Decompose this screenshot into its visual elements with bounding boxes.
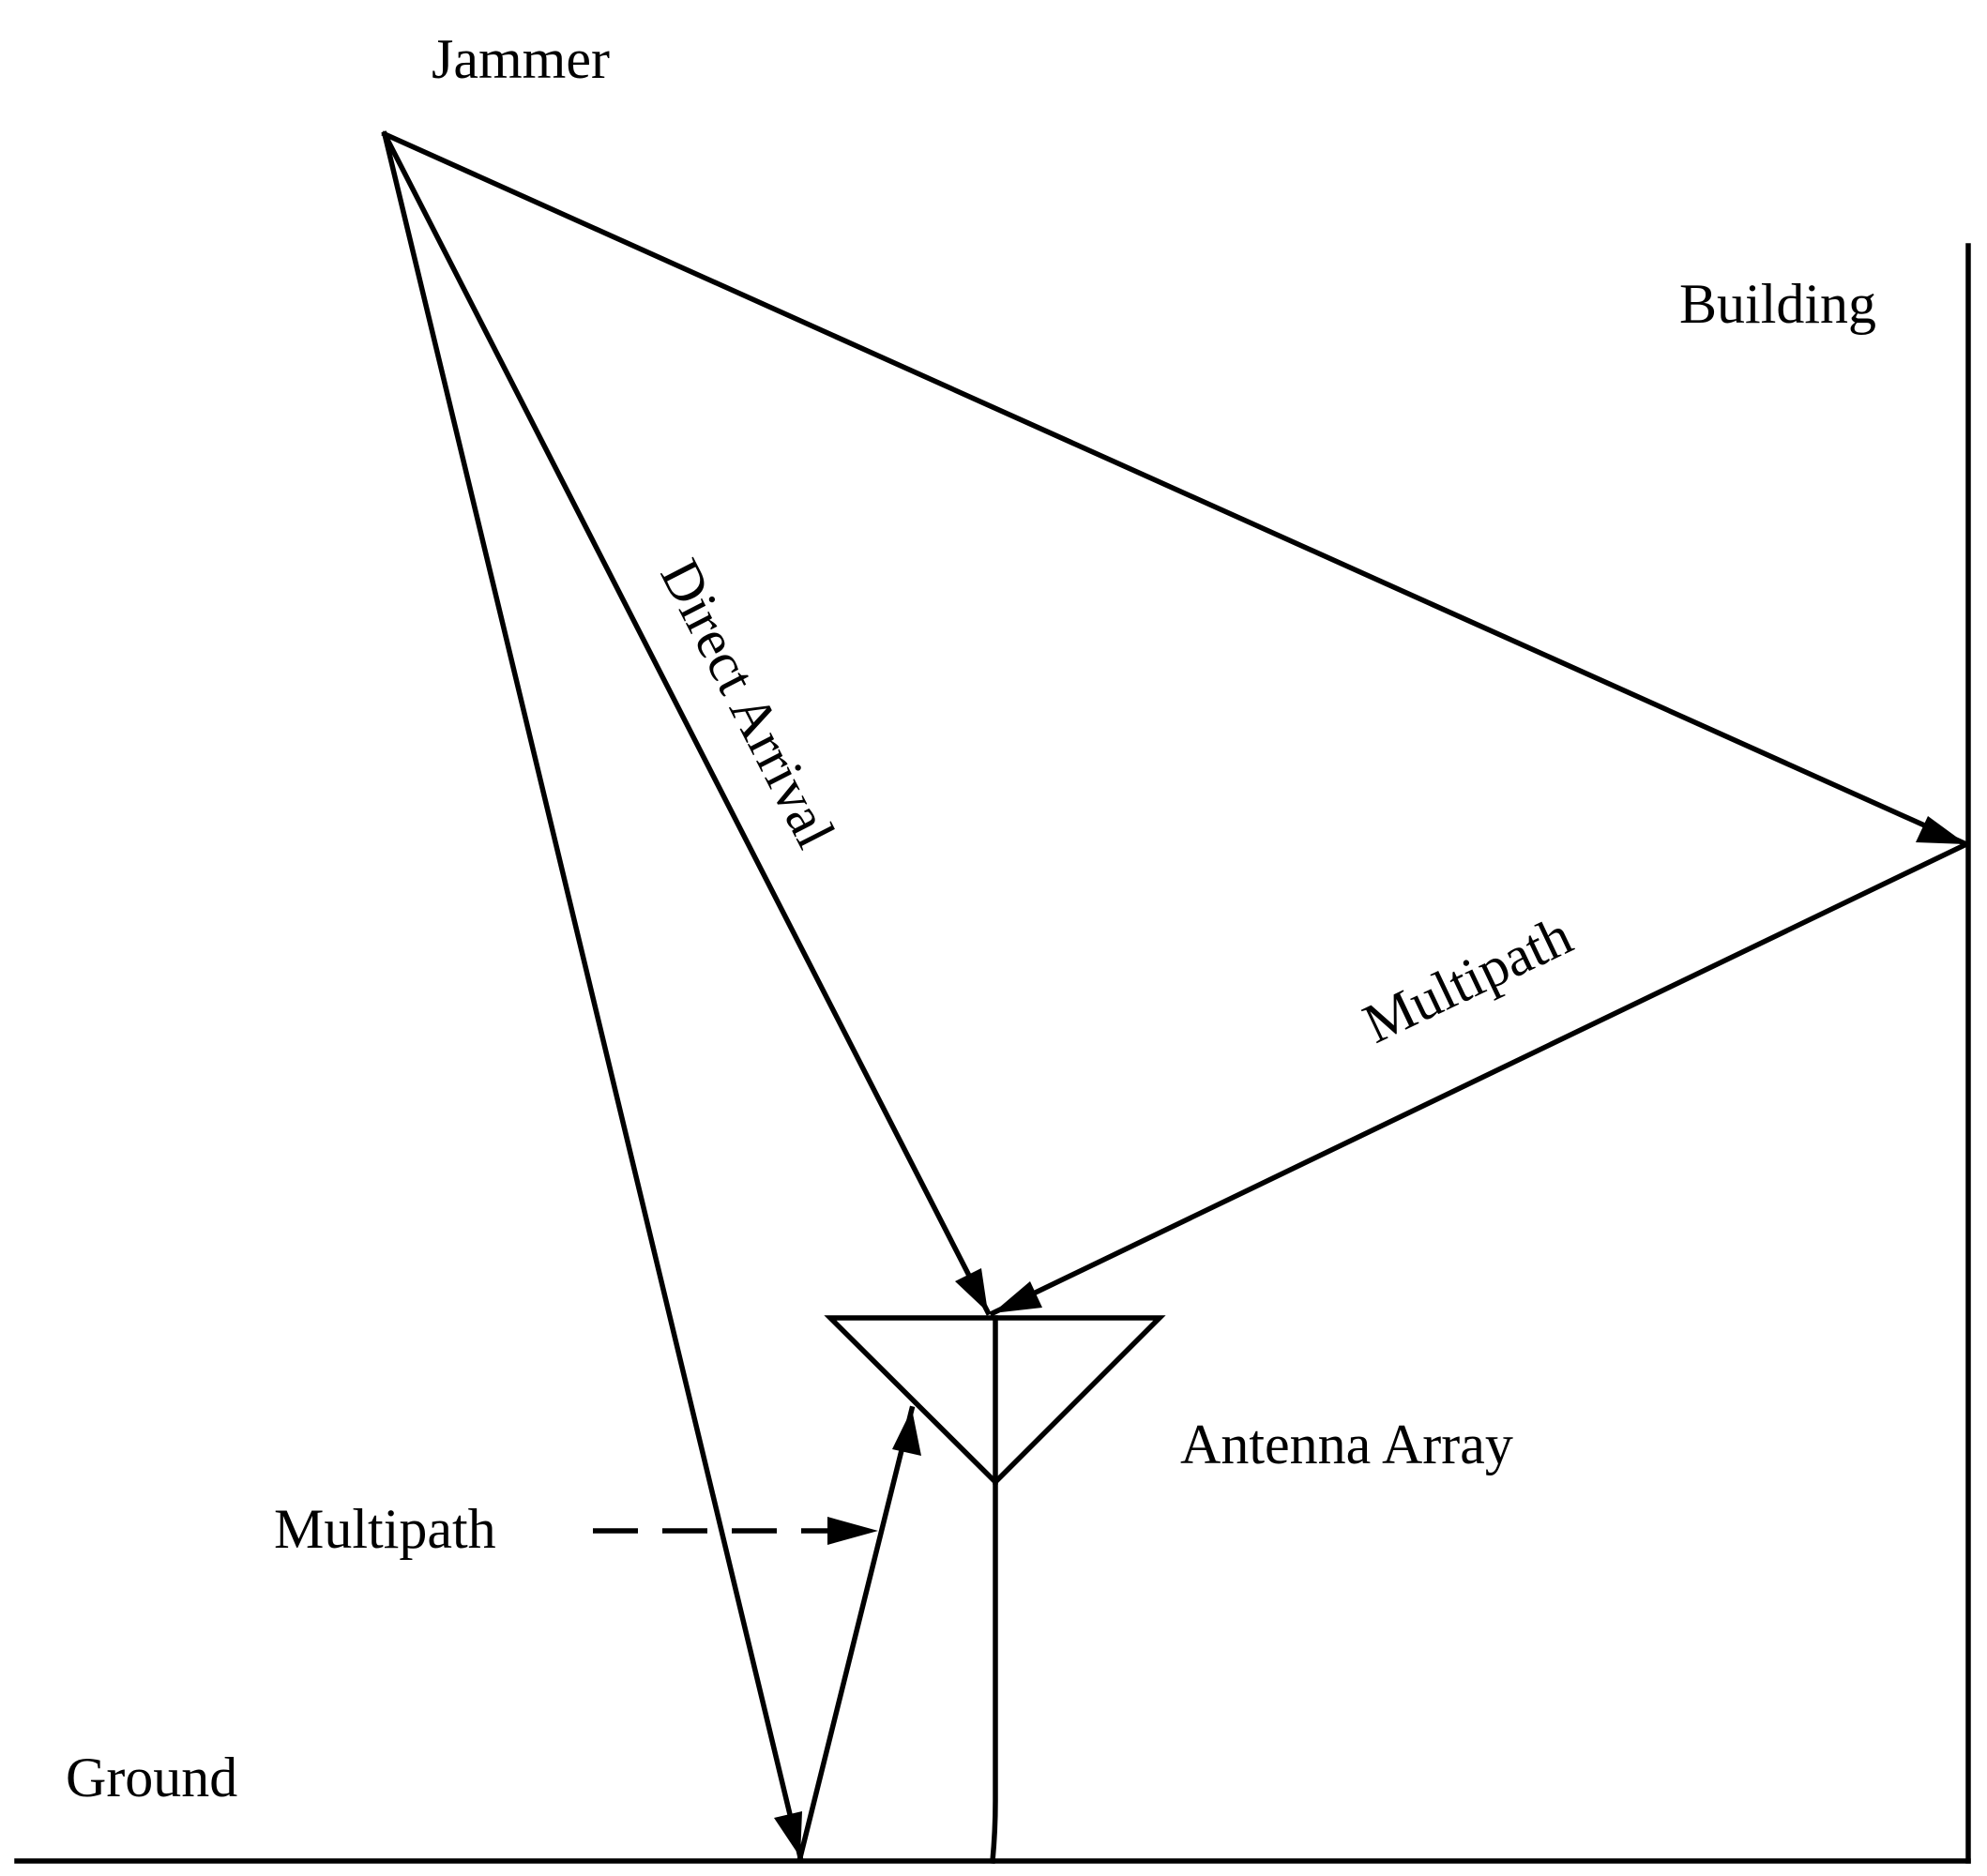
ground-multipath-label: Multipath xyxy=(274,1498,496,1560)
building-label: Building xyxy=(1679,273,1876,335)
building-arrowhead xyxy=(1916,816,1966,844)
jammer-label: Jammer xyxy=(432,28,610,90)
antenna-array-label: Antenna Array xyxy=(1180,1414,1513,1475)
jammer-to-ground-path xyxy=(381,130,804,1861)
building-multipath-arrowhead xyxy=(993,1281,1042,1313)
direct-arrival-arrowhead xyxy=(955,1268,988,1312)
antenna-mast xyxy=(990,1479,998,1864)
direct-arrival-path xyxy=(381,130,992,1316)
ground-multipath-arrowhead xyxy=(892,1409,921,1456)
ground-multipath-path xyxy=(796,1405,916,1861)
multipath-pointer-arrowhead xyxy=(827,1517,878,1545)
jammer-to-building-path xyxy=(381,130,1970,848)
building-multipath-path xyxy=(989,840,1970,1317)
building-multipath-label: Multipath xyxy=(1354,904,1581,1055)
ground-arrowhead xyxy=(774,1811,802,1857)
ground-label: Ground xyxy=(66,1747,237,1808)
